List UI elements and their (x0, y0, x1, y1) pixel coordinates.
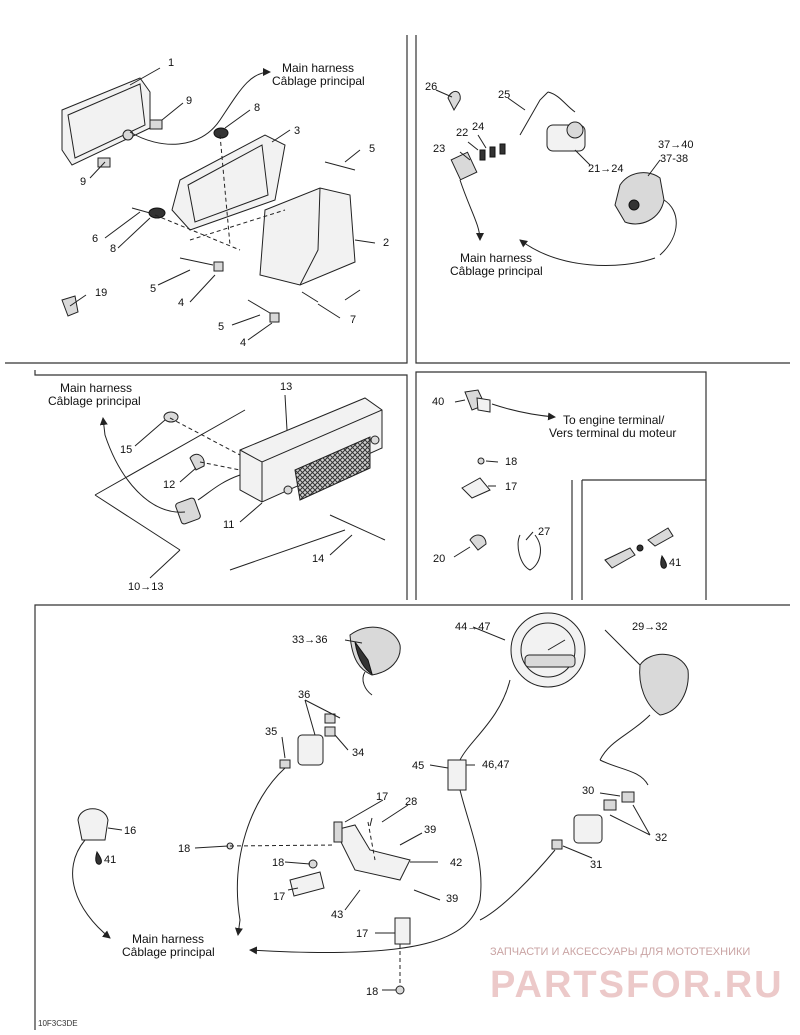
callout-9b: 9 (80, 176, 86, 188)
callouts-panel-5: 33→36 44→47 29→32 36 35 34 45 46,47 30 3… (95, 621, 667, 998)
callout-35: 35 (265, 726, 277, 738)
callout-39a: 39 (424, 824, 436, 836)
callout-4a: 4 (178, 297, 184, 309)
engine-terminal-en: To engine terminal/ (563, 413, 665, 427)
callout-3: 3 (294, 125, 300, 137)
callout-18a: 18 (505, 456, 517, 468)
harness-label-fr-3: Câblage principal (48, 394, 141, 408)
headlight-assembly (61, 67, 376, 341)
callout-26: 26 (425, 81, 437, 93)
callout-15: 15 (120, 444, 132, 456)
callout-18d: 18 (366, 986, 378, 998)
callout-5a: 5 (369, 143, 375, 155)
callout-44-47: 44→47 (455, 621, 490, 633)
callout-16: 16 (124, 825, 136, 837)
callout-20: 20 (433, 553, 445, 565)
callout-43: 43 (331, 909, 343, 921)
callout-4b: 4 (240, 337, 246, 349)
harness-label-en-1: Main harness (282, 61, 354, 75)
callout-39b: 39 (446, 893, 458, 905)
callout-22: 22 (456, 127, 468, 139)
callout-24: 24 (472, 121, 484, 133)
harness-label-fr-5: Câblage principal (122, 945, 215, 959)
callouts-panel-3: 13 15 12 11 14 10→13 Main harness Câblag… (48, 381, 324, 593)
callout-5c: 5 (218, 321, 224, 333)
callouts-panel-2: 26 25 24 22 23 21→24 37→40 37-38 Main ha… (425, 81, 693, 278)
callout-27: 27 (538, 526, 550, 538)
callout-18c: 18 (272, 857, 284, 869)
callouts-panel-1: 1 9 8 3 5 2 9 6 8 5 4 19 5 4 7 Main harn… (80, 57, 389, 349)
callout-11: 11 (223, 519, 234, 531)
callout-32: 32 (655, 832, 667, 844)
callout-5b: 5 (150, 283, 156, 295)
taillight-assembly (94, 394, 386, 579)
footer: 10F3C3DE ЗАПЧАСТИ И АКСЕССУАРЫ ДЛЯ МОТОТ… (38, 946, 784, 1028)
callout-30: 30 (582, 785, 594, 797)
callout-9a: 9 (186, 95, 192, 107)
watermark-tagline: ЗАПЧАСТИ И АКСЕССУАРЫ ДЛЯ МОТОТЕХНИКИ (490, 946, 750, 958)
callout-13: 13 (280, 381, 292, 393)
callout-23: 23 (433, 143, 445, 155)
callout-17d: 17 (356, 928, 368, 940)
switch-assembly (435, 89, 677, 266)
callout-12: 12 (163, 479, 175, 491)
panel-frames (5, 35, 790, 1030)
callout-45: 45 (412, 760, 424, 772)
callout-25: 25 (498, 89, 510, 101)
callout-34: 34 (352, 747, 364, 759)
figure-code: 10F3C3DE (38, 1019, 78, 1028)
callout-42: 42 (450, 857, 462, 869)
callout-7: 7 (350, 314, 356, 326)
terminal-assembly (453, 389, 674, 571)
callout-28: 28 (405, 796, 417, 808)
engine-terminal-fr: Vers terminal du moteur (549, 426, 676, 440)
gauge-assembly (72, 612, 689, 995)
callout-21-24: 21→24 (588, 163, 623, 175)
droplet-icon (660, 554, 667, 569)
harness-label-fr-1: Câblage principal (272, 74, 365, 88)
callout-36: 36 (298, 689, 310, 701)
harness-label-en-3: Main harness (60, 381, 132, 395)
callout-8b: 8 (110, 243, 116, 255)
callout-19: 19 (95, 287, 107, 299)
callout-37-40: 37→40 (658, 139, 693, 151)
harness-label-en-5: Main harness (132, 932, 204, 946)
callout-17a: 17 (505, 481, 517, 493)
watermark-brand: PARTSFOR.RU (490, 964, 784, 1006)
callout-8a: 8 (254, 102, 260, 114)
harness-label-fr-2: Câblage principal (450, 264, 543, 278)
callout-18b: 18 (178, 843, 190, 855)
callout-17c: 17 (273, 891, 285, 903)
callout-33-36: 33→36 (292, 634, 327, 646)
callout-46-47: 46,47 (482, 759, 510, 771)
callout-40: 40 (432, 396, 444, 408)
callout-14: 14 (312, 553, 324, 565)
callout-1: 1 (168, 57, 174, 69)
callout-37-38: 37-38 (660, 153, 688, 165)
harness-label-en-2: Main harness (460, 251, 532, 265)
callout-17b: 17 (376, 791, 388, 803)
callout-41a: 41 (669, 557, 681, 569)
callout-31: 31 (590, 859, 602, 871)
droplet-icon (95, 850, 102, 865)
callout-29-32: 29→32 (632, 621, 667, 633)
callout-10-13: 10→13 (128, 581, 163, 593)
callout-41b: 41 (104, 854, 116, 866)
callout-2: 2 (383, 237, 389, 249)
callouts-panel-4: 40 18 17 20 27 41 To engine terminal/ Ve… (432, 396, 681, 569)
callout-6: 6 (92, 233, 98, 245)
